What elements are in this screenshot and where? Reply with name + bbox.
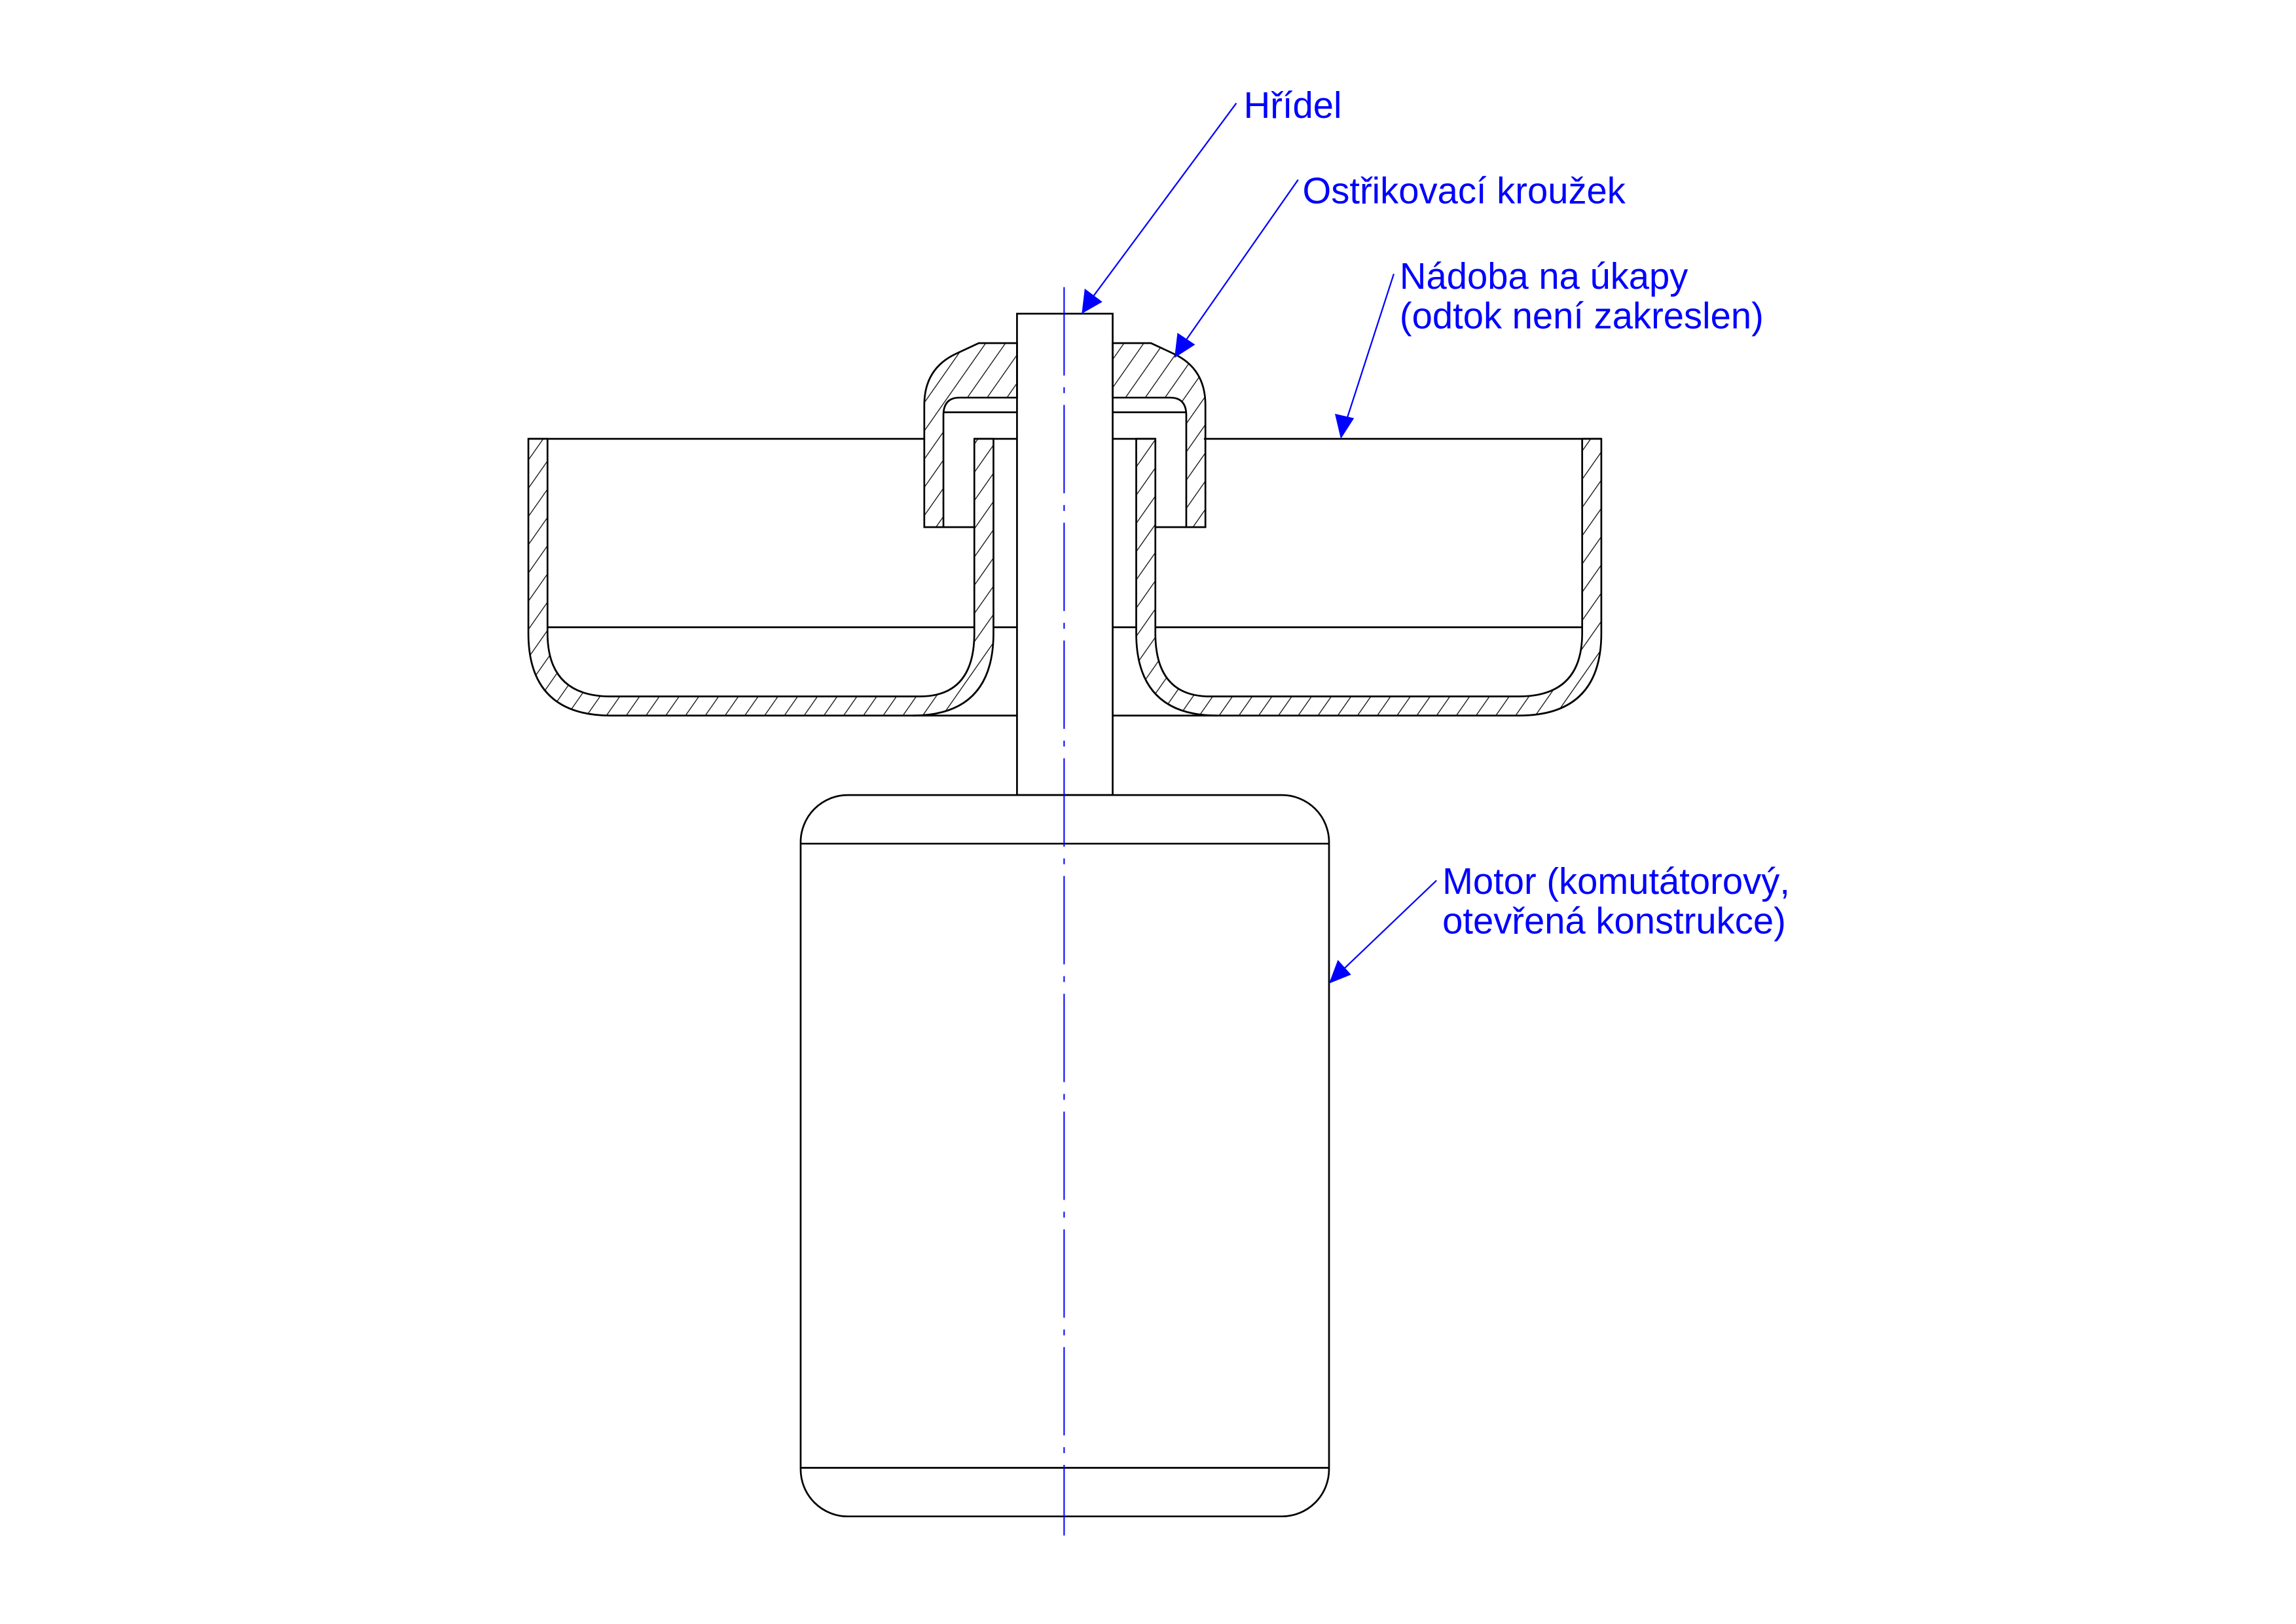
drip-tray-left-section: [527, 437, 994, 717]
label-text-line2: otevřená konstrukce): [1442, 900, 1786, 941]
motor-body: [799, 794, 1330, 1518]
drip-tray-right-section: [1135, 437, 1603, 717]
motor-end-lines: [800, 842, 1330, 1469]
label-text: Hřídel: [1244, 84, 1342, 126]
label-text-line2: (odtok není zakreslen): [1400, 295, 1764, 337]
splash-ring: [923, 342, 1207, 528]
arrowhead-icon: [1174, 333, 1195, 358]
label-shaft: Hřídel: [1082, 84, 1342, 314]
label-text-line1: Nádoba na úkapy: [1400, 255, 1688, 297]
splash-ring-left-section: [923, 342, 1018, 528]
leader-line: [1338, 879, 1437, 974]
label-text-line1: Motor (komutátorový,: [1442, 860, 1790, 902]
label-text: Ostřikovací kroužek: [1303, 170, 1626, 211]
leader-line: [1344, 273, 1394, 424]
drip-tray-edges: [528, 437, 1601, 717]
arrowhead-icon: [1329, 959, 1351, 984]
arrowhead-icon: [1082, 288, 1102, 314]
label-drip-tray: Nádoba na úkapy (odtok není zakreslen): [1335, 255, 1764, 439]
drip-tray: [527, 437, 1603, 717]
splash-ring-right-section: [1112, 342, 1207, 528]
leader-line: [1181, 179, 1299, 347]
label-motor: Motor (komutátorový, otevřená konstrukce…: [1329, 860, 1790, 984]
shaft: [1016, 312, 1114, 796]
label-splash-ring: Ostřikovací kroužek: [1174, 170, 1626, 358]
splash-ring-edges: [943, 411, 1186, 528]
arrowhead-icon: [1335, 413, 1355, 439]
leader-line: [1088, 102, 1237, 303]
motor: [799, 794, 1330, 1518]
